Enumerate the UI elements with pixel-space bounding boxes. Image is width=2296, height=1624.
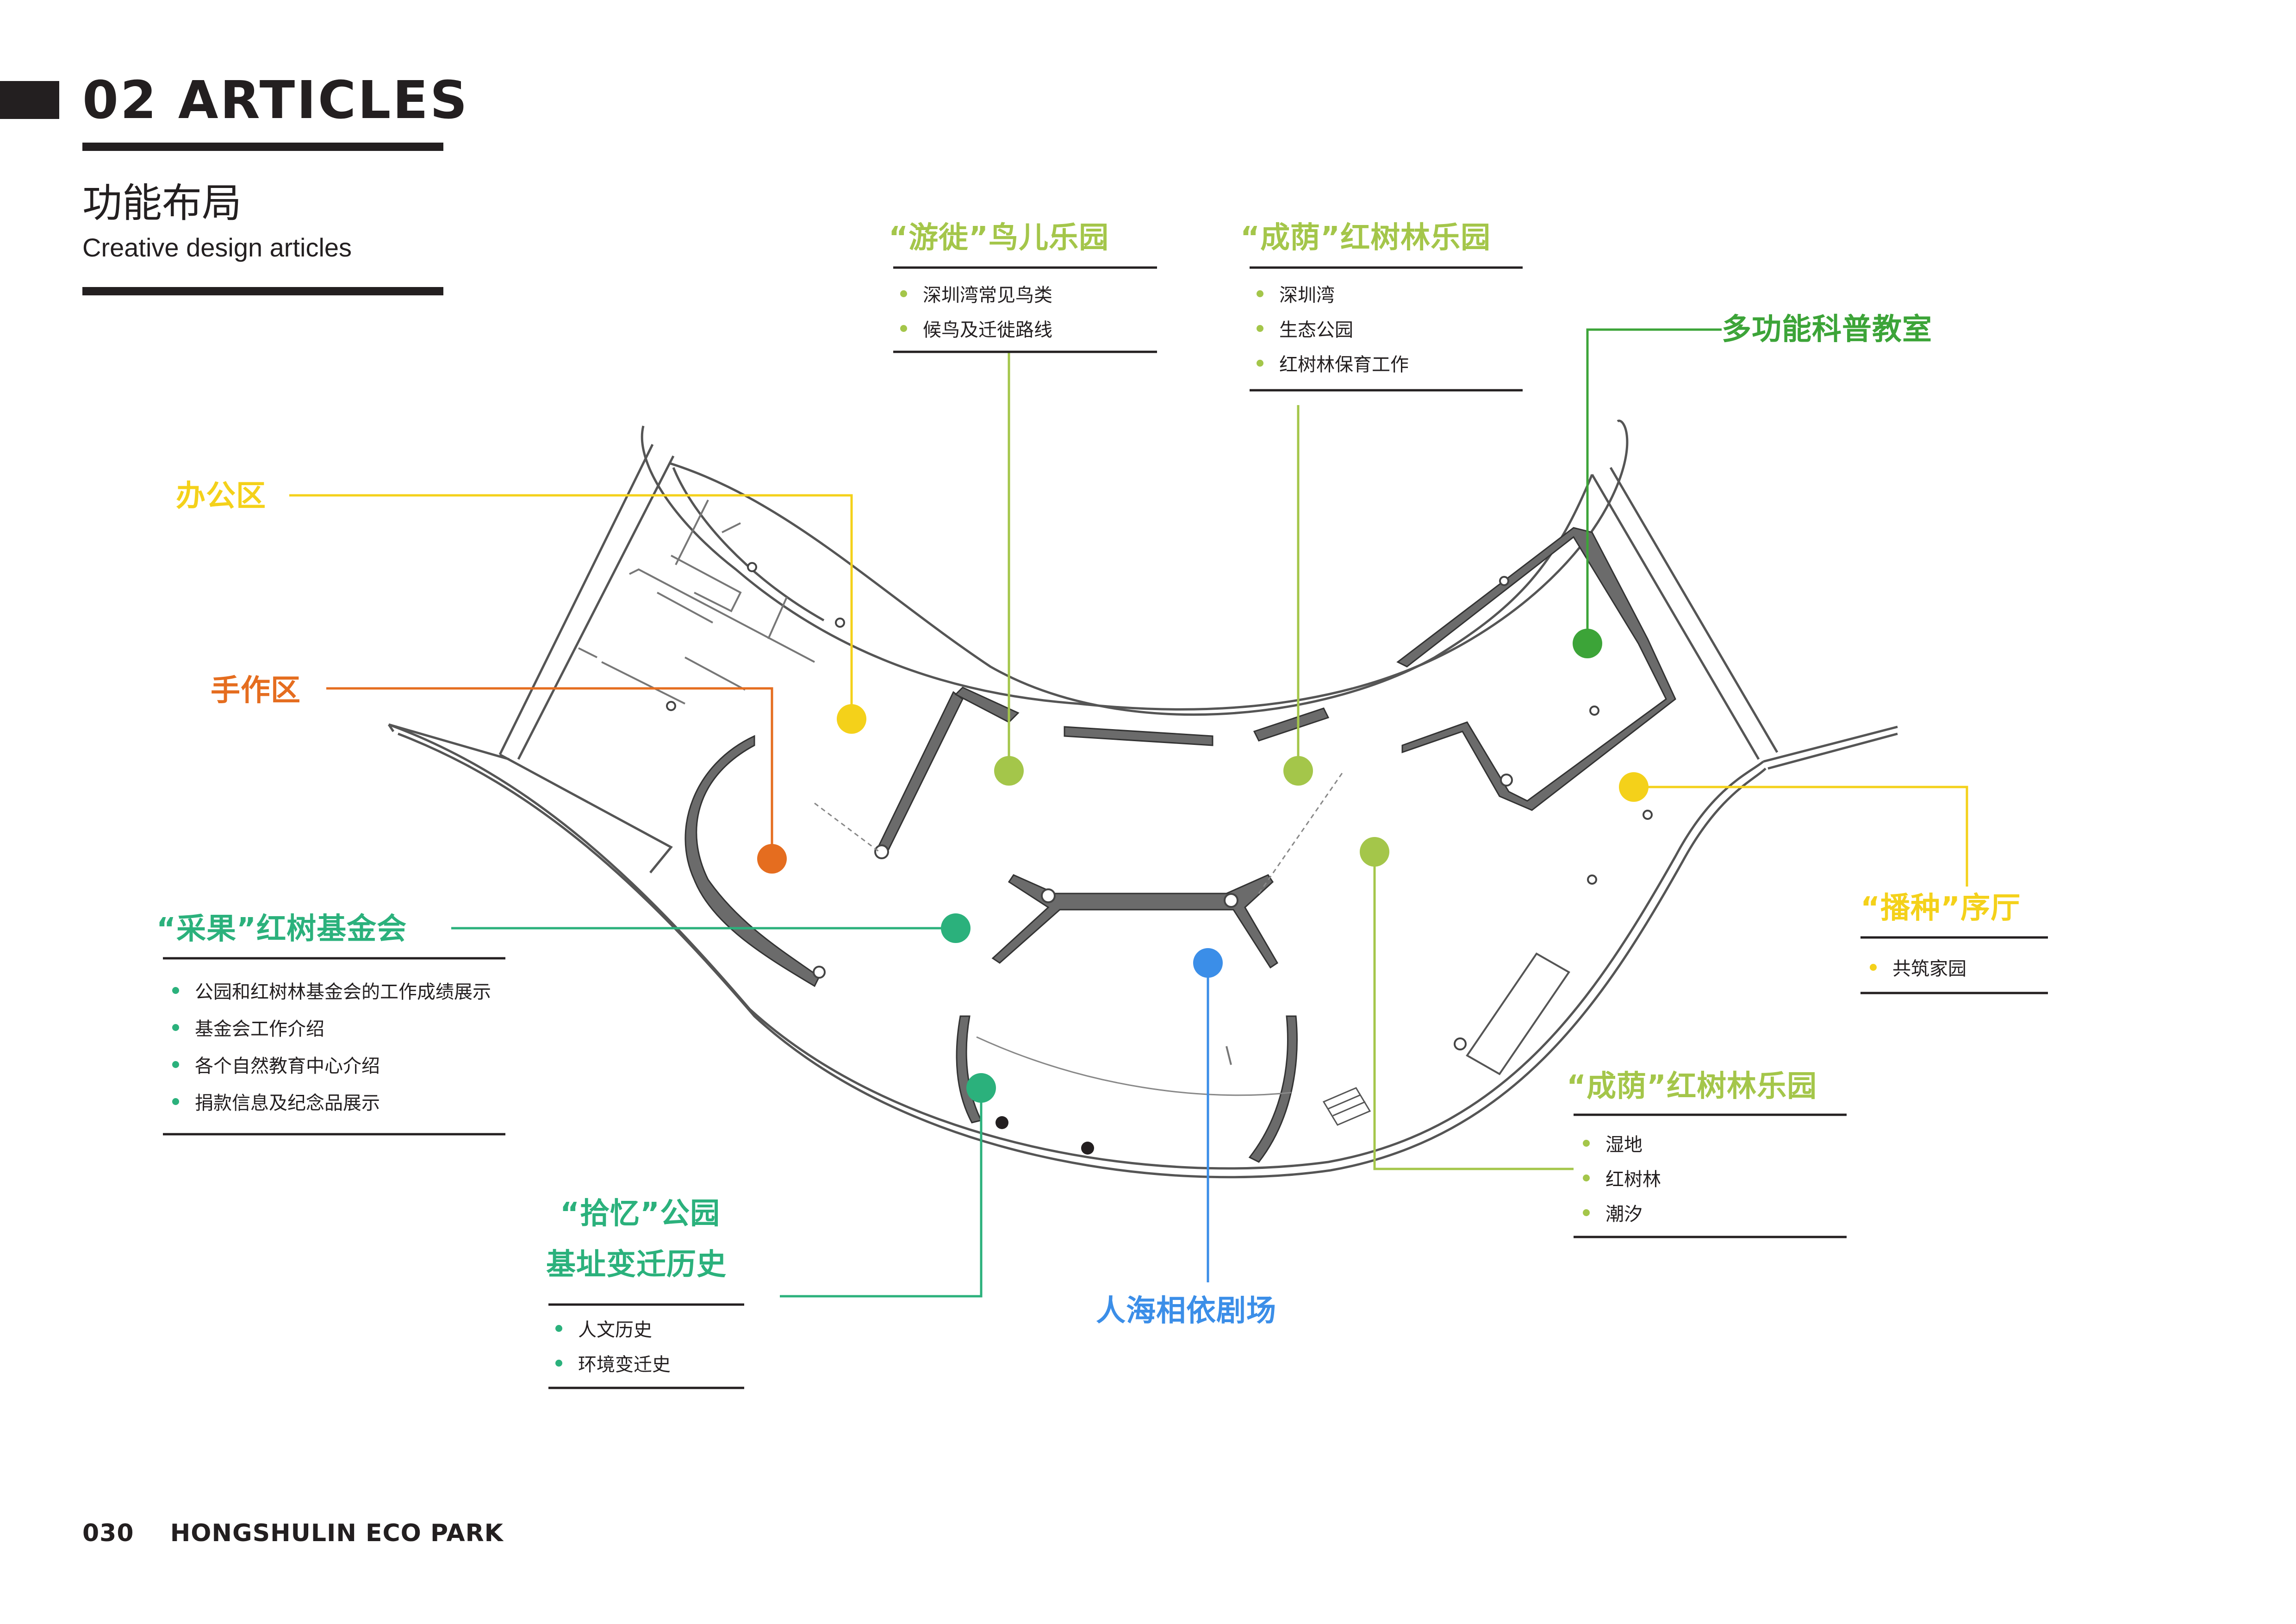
label-rules	[163, 266, 2048, 1389]
label-bird-park: “游徙”鸟儿乐园	[889, 221, 1109, 255]
bullet	[172, 1024, 179, 1031]
stair	[1322, 1087, 1371, 1126]
bullet	[1583, 1174, 1590, 1181]
footer: 030 HONGSHULIN ECO PARK	[82, 1519, 504, 1547]
bullet	[172, 1061, 179, 1068]
columns	[666, 562, 1653, 1050]
item-text: 红树林保育工作	[1279, 354, 1409, 375]
marker-sowing	[1619, 772, 1649, 802]
footer-project-name: HONGSHULIN ECO PARK	[170, 1519, 504, 1547]
marker-theater	[1193, 948, 1223, 978]
leader-mangrove-bottom	[1373, 852, 1574, 1170]
bullet	[1870, 963, 1877, 971]
item-text: 基金会工作介绍	[195, 1018, 324, 1040]
bullet	[1257, 325, 1263, 332]
label-memory-park-line2: 基址变迁历史	[546, 1248, 727, 1282]
label-science-classroom: 多功能科普教室	[1722, 312, 1932, 347]
zone-markers	[757, 629, 1649, 1103]
marker-mangrove-bottom	[1360, 837, 1389, 867]
inner-arc	[976, 1036, 1292, 1096]
memory-park-item: 环境变迁史	[555, 1349, 671, 1376]
label-memory-park-line1: “拾忆”公园	[560, 1197, 721, 1231]
label-theater: 人海相依剧场	[1096, 1294, 1276, 1328]
item-text: 候鸟及迁徙路线	[923, 319, 1052, 341]
memory-park-item: 人文历史	[555, 1315, 652, 1342]
item-text: 共筑家园	[1892, 958, 1966, 980]
bullet	[900, 325, 907, 332]
leader-office	[289, 494, 853, 718]
label-foundation: “采果”红树基金会	[156, 912, 407, 946]
bird-park-item: 候鸟及迁徙路线	[900, 315, 1052, 342]
mangrove-top-item: 深圳湾	[1257, 280, 1335, 307]
bullet	[1257, 290, 1263, 297]
bullet	[1257, 359, 1263, 367]
item-text: 捐款信息及纪念品展示	[195, 1093, 380, 1114]
foundation-item: 各个自然教育中心介绍	[172, 1051, 380, 1078]
mangrove-bottom-item: 红树林	[1583, 1164, 1661, 1191]
office-partitions	[578, 500, 1232, 1065]
item-text: 深圳湾常见鸟类	[923, 285, 1052, 306]
foundation-item: 公园和红树林基金会的工作成绩展示	[172, 977, 491, 1004]
bullet	[1583, 1209, 1590, 1216]
bullet	[900, 290, 907, 297]
label-sowing-hall: “播种”序厅	[1860, 891, 2021, 925]
bullet	[172, 1098, 179, 1105]
item-text: 公园和红树林基金会的工作成绩展示	[195, 981, 491, 1003]
bullet	[172, 987, 179, 994]
marker-office	[837, 704, 866, 734]
marker-bird	[994, 756, 1024, 786]
building-outline	[387, 419, 1898, 1179]
leader-lines	[289, 328, 1968, 1298]
leader-memory	[780, 1088, 983, 1298]
header-black-tab	[0, 81, 59, 119]
foundation-item: 捐款信息及纪念品展示	[172, 1088, 380, 1115]
header-underline-bottom	[82, 287, 443, 295]
interior-walls	[684, 527, 1676, 1163]
footer-page-number: 030	[82, 1519, 134, 1547]
leader-science	[1586, 328, 1722, 643]
page-title-cn: 功能布局	[82, 180, 242, 226]
marker-handcraft	[757, 844, 787, 874]
item-text: 深圳湾	[1279, 285, 1335, 306]
bullet	[555, 1324, 562, 1332]
item-text: 潮汐	[1605, 1204, 1643, 1225]
marker-memory	[966, 1073, 996, 1103]
mangrove-top-item: 生态公园	[1257, 315, 1353, 342]
marker-mangrove-top	[1283, 756, 1313, 786]
right-annex	[1466, 952, 1570, 1075]
leader-handcraft	[326, 687, 773, 859]
foundation-item: 基金会工作介绍	[172, 1014, 324, 1041]
marker-foundation	[941, 913, 971, 943]
dashed-door	[1258, 773, 1343, 894]
mangrove-bottom-item: 潮汐	[1583, 1199, 1643, 1226]
leader-sowing	[1634, 786, 1968, 887]
dashed-door-2	[814, 802, 880, 853]
bird-park-item: 深圳湾常见鸟类	[900, 280, 1052, 307]
label-mangrove-top: “成荫”红树林乐园	[1240, 221, 1491, 255]
page-title-en: Creative design articles	[82, 233, 352, 262]
bullet	[555, 1359, 562, 1367]
item-text: 各个自然教育中心介绍	[195, 1056, 380, 1077]
item-text: 环境变迁史	[578, 1354, 671, 1375]
section-title: 02 ARTICLES	[82, 70, 469, 131]
mangrove-top-item: 红树林保育工作	[1257, 350, 1409, 376]
item-text: 人文历史	[578, 1319, 652, 1341]
label-handcraft: 手作区	[211, 674, 301, 708]
dark-columns	[996, 1116, 1094, 1155]
label-mangrove-bottom: “成荫”红树林乐园	[1567, 1069, 1817, 1104]
mangrove-bottom-item: 湿地	[1583, 1130, 1643, 1156]
header-underline-top	[82, 143, 443, 151]
marker-science	[1573, 629, 1602, 658]
sowing-hall-item: 共筑家园	[1870, 954, 1966, 981]
label-office: 办公区	[176, 479, 266, 513]
item-text: 湿地	[1605, 1134, 1643, 1156]
bullet	[1583, 1139, 1590, 1147]
item-text: 生态公园	[1279, 319, 1353, 341]
item-text: 红树林	[1605, 1169, 1661, 1190]
